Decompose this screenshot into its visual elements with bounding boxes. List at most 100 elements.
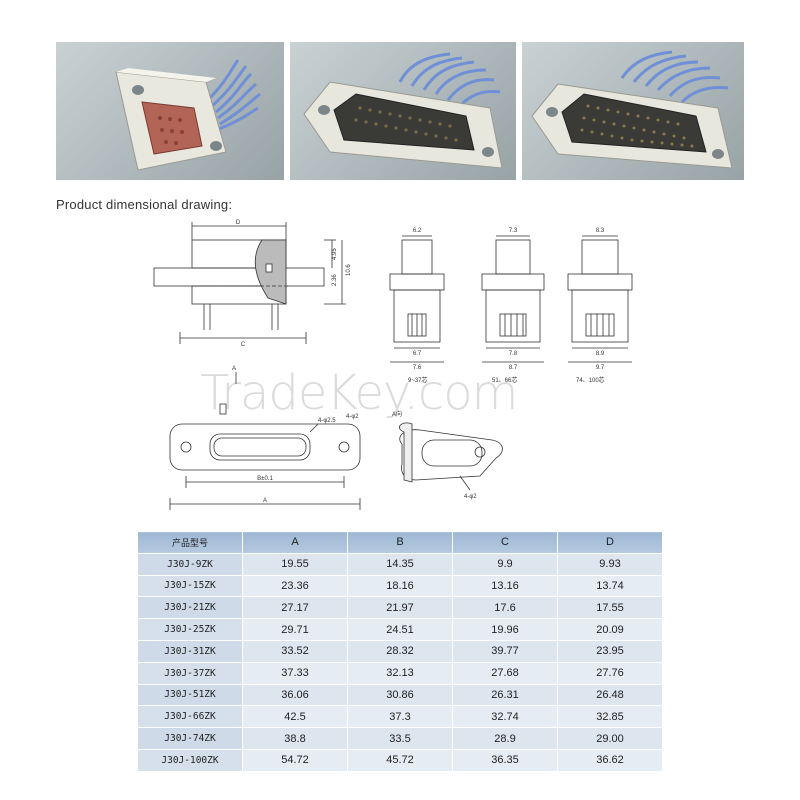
product-photo-medium-connector — [290, 42, 516, 180]
cell-model: J30J-15ZK — [137, 574, 243, 598]
product-photo-large-connector — [522, 42, 744, 180]
header-model: 产品型号 — [137, 531, 243, 554]
cell-d: 29.00 — [557, 727, 663, 750]
cell-model: J30J-21ZK — [137, 596, 243, 620]
cell-a: 54.72 — [242, 748, 348, 772]
cell-a: 36.06 — [242, 683, 348, 707]
cell-d: 23.95 — [557, 639, 663, 663]
cell-b: 45.72 — [347, 748, 453, 772]
cell-a: 38.8 — [242, 727, 348, 750]
svg-text:A向: A向 — [392, 410, 402, 418]
cell-c: 17.6 — [452, 596, 558, 620]
cell-c: 27.68 — [452, 661, 558, 685]
profile-view-3: 8.3 8.9 9.7 74、100芯 — [567, 228, 633, 384]
cell-c: 28.9 — [452, 727, 558, 750]
cell-a: 23.36 — [242, 574, 348, 598]
svg-text:7.8: 7.8 — [509, 351, 518, 357]
cell-model: J30J-31ZK — [137, 639, 243, 663]
cell-d: 26.48 — [557, 683, 663, 707]
svg-text:B±0.1: B±0.1 — [257, 476, 273, 482]
label-10-6: 10.6 — [346, 264, 352, 276]
dimensional-drawing: D C 4.95 10.6 2.36 6.2 6.7 7.6 9~37芯 7.3 — [153, 220, 633, 510]
svg-text:7.6: 7.6 — [413, 365, 422, 371]
cell-b: 33.5 — [347, 727, 453, 750]
product-photo-small-connector — [56, 42, 284, 180]
svg-text:6.7: 6.7 — [413, 351, 422, 357]
cell-c: 13.16 — [452, 574, 558, 598]
cell-model: J30J-51ZK — [137, 683, 243, 707]
cell-a: 37.33 — [242, 661, 348, 685]
svg-text:8.9: 8.9 — [596, 351, 605, 357]
svg-text:4-φ2: 4-φ2 — [346, 414, 359, 420]
view-a-perspective: A向 4-φ2 — [392, 410, 503, 500]
front-view: A 4-φ2.5 4-φ2 B±0.1 A — [169, 366, 361, 510]
cell-d: 27.76 — [557, 661, 663, 685]
svg-text:A: A — [232, 366, 236, 372]
cell-b: 21.97 — [347, 596, 453, 620]
cell-b: 30.86 — [347, 683, 453, 707]
cell-c: 26.31 — [452, 683, 558, 707]
cell-d: 36.62 — [557, 748, 663, 772]
cell-b: 28.32 — [347, 639, 453, 663]
cell-b: 37.3 — [347, 705, 453, 729]
cell-model: J30J-9ZK — [137, 552, 243, 576]
svg-text:A: A — [263, 498, 267, 504]
cell-b: 24.51 — [347, 618, 453, 641]
cell-b: 18.16 — [347, 574, 453, 598]
cell-model: J30J-100ZK — [137, 748, 243, 772]
cell-d: 20.09 — [557, 618, 663, 641]
header-c: C — [452, 531, 558, 554]
cell-c: 36.35 — [452, 748, 558, 772]
cell-c: 19.96 — [452, 618, 558, 641]
cell-c: 9.9 — [452, 552, 558, 576]
svg-text:6.2: 6.2 — [413, 228, 422, 234]
cell-model: J30J-66ZK — [137, 705, 243, 729]
header-b: B — [347, 531, 453, 554]
table-header-row: 产品型号 A B C D — [137, 531, 663, 554]
header-a: A — [242, 531, 348, 554]
profile-view-2: 7.3 7.8 8.7 51、66芯 — [481, 228, 545, 384]
cell-b: 32.13 — [347, 661, 453, 685]
svg-text:4-φ2.5: 4-φ2.5 — [318, 418, 336, 424]
cell-a: 33.52 — [242, 639, 348, 663]
svg-text:8.7: 8.7 — [509, 365, 518, 371]
cell-d: 32.85 — [557, 705, 663, 729]
cell-d: 17.55 — [557, 596, 663, 620]
cell-b: 14.35 — [347, 552, 453, 576]
label-4-95: 4.95 — [332, 248, 338, 260]
svg-text:51、66芯: 51、66芯 — [492, 376, 517, 384]
cell-a: 27.17 — [242, 596, 348, 620]
cell-model: J30J-25ZK — [137, 618, 243, 641]
label-d: D — [236, 220, 241, 226]
cell-c: 32.74 — [452, 705, 558, 729]
cell-model: J30J-37ZK — [137, 661, 243, 685]
svg-text:8.3: 8.3 — [596, 228, 605, 234]
svg-text:74、100芯: 74、100芯 — [576, 376, 605, 384]
svg-text:4-φ2: 4-φ2 — [464, 494, 477, 500]
section-heading: Product dimensional drawing: — [56, 197, 233, 212]
profile-view-1: 6.2 6.7 7.6 9~37芯 — [389, 228, 445, 384]
cell-d: 9.93 — [557, 552, 663, 576]
cell-c: 39.77 — [452, 639, 558, 663]
side-view: D C 4.95 10.6 2.36 — [153, 220, 352, 348]
svg-text:7.3: 7.3 — [509, 228, 518, 234]
cell-a: 19.55 — [242, 552, 348, 576]
cell-a: 42.5 — [242, 705, 348, 729]
svg-text:9~37芯: 9~37芯 — [408, 376, 428, 384]
svg-text:9.7: 9.7 — [596, 365, 605, 371]
cell-a: 29.71 — [242, 618, 348, 641]
label-2-36: 2.36 — [332, 274, 338, 286]
label-c: C — [241, 342, 246, 348]
header-d: D — [557, 531, 663, 554]
